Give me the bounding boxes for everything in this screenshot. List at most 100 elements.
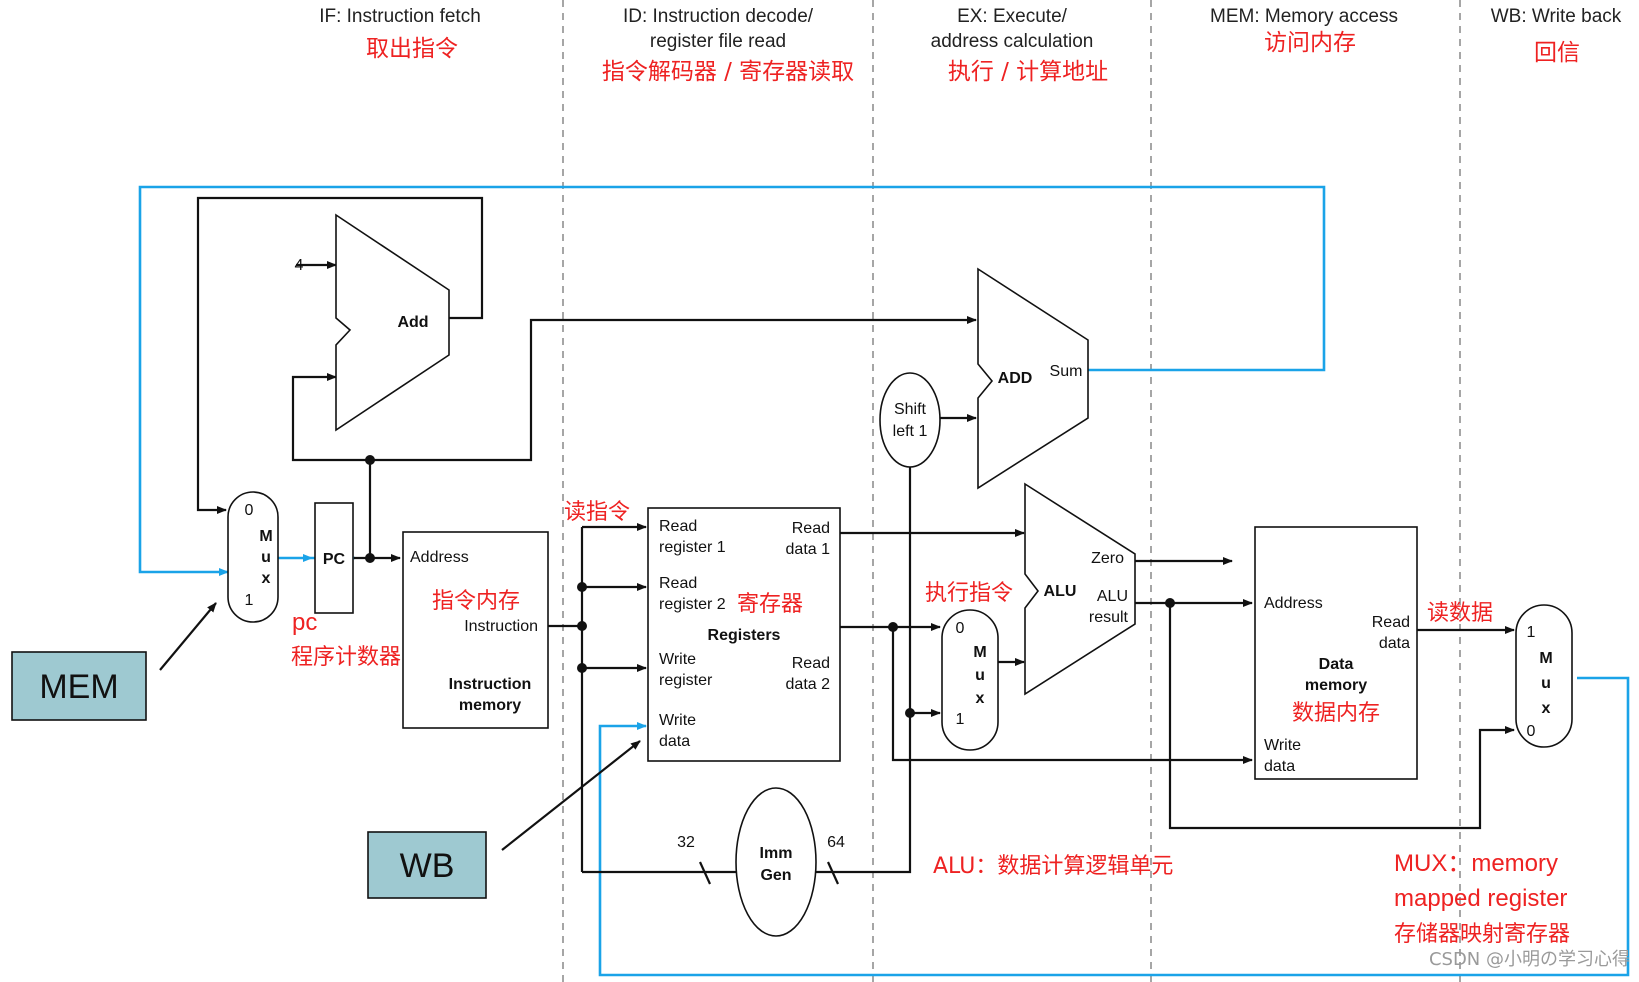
- branch-adder: [977, 267, 1089, 490]
- register-file: [647, 507, 841, 762]
- wb-mux-letter-x: x: [1542, 700, 1551, 717]
- stage-id-cn: 指令解码器 / 寄存器读取: [602, 59, 854, 85]
- dmem-write-port: Write: [1264, 737, 1301, 754]
- reg-read2-port-2: register 2: [659, 596, 726, 613]
- mem-callout-label: MEM: [39, 668, 118, 706]
- note-execute-instruction: 执行指令: [925, 581, 1013, 606]
- alu-mux-letter-m: M: [973, 644, 986, 661]
- shift-left-unit: [879, 372, 941, 468]
- bus-width-slash: [698, 861, 712, 885]
- pc-mux: [227, 491, 279, 623]
- imm-gen: [735, 787, 817, 937]
- note-registers: 寄存器: [737, 592, 803, 617]
- note-read-instruction: 读指令: [564, 500, 630, 525]
- stage-ex-title: EX: Execute/: [957, 6, 1068, 27]
- alu-mux-input1: 1: [956, 711, 965, 728]
- note-mux-2: mapped register: [1394, 885, 1567, 912]
- shift-label: Shift: [894, 401, 927, 418]
- stage-mem-title: MEM: Memory access: [1210, 6, 1398, 27]
- reg-read2-port: Read: [659, 575, 697, 592]
- alu-zero-port: Zero: [1091, 550, 1124, 567]
- reg-write-port: Write: [659, 651, 696, 668]
- junction-dot: [905, 708, 915, 718]
- mem-callout-box: [11, 651, 147, 721]
- registers-title: Registers: [708, 627, 781, 644]
- alu-src-mux: [941, 609, 999, 751]
- alu-mux-input0: 0: [956, 620, 965, 637]
- pc-mux-letter-m: M: [259, 528, 272, 545]
- stage-ex-cn: 执行 / 计算地址: [948, 59, 1108, 85]
- instruction-memory: [402, 531, 549, 729]
- pc-mux-input1: 1: [245, 592, 254, 609]
- reg-wdata-port: Write: [659, 712, 696, 729]
- reg-rdata2-port: Read: [792, 655, 830, 672]
- bus-width-slash: [826, 861, 840, 885]
- alu-result-port-2: result: [1089, 609, 1129, 626]
- reg-rdata2-port-2: data 2: [786, 676, 831, 693]
- stage-if-cn: 取出指令: [366, 36, 458, 62]
- dmem-write-port-2: data: [1264, 758, 1295, 775]
- note-mux-1: MUX：memory: [1394, 850, 1558, 877]
- pc-adder-label: Add: [397, 314, 428, 331]
- dmem-read-port: Read: [1372, 614, 1410, 631]
- pc-mux-letter-u: u: [261, 549, 271, 566]
- branch-adder-sum: Sum: [1050, 363, 1083, 380]
- writeback-wire: [598, 676, 1630, 977]
- branch-adder-label: ADD: [998, 370, 1033, 387]
- stage-mem-cn: 访问内存: [1264, 30, 1356, 56]
- wb-mux-input0: 0: [1527, 723, 1536, 740]
- alu-mux-letter-u: u: [975, 667, 985, 684]
- stage-id-title: ID: Instruction decode/: [623, 6, 814, 27]
- dmem-read-port-2: data: [1379, 635, 1410, 652]
- reg-wdata-port-2: data: [659, 733, 690, 750]
- pc-register-label: PC: [323, 551, 346, 568]
- reg-rdata1-port: Read: [792, 520, 830, 537]
- wb-mux-letter-u: u: [1541, 675, 1551, 692]
- const-four-label: 4: [295, 257, 304, 274]
- junction-dot: [365, 455, 375, 465]
- note-program-counter: 程序计数器: [291, 645, 401, 670]
- imm-output-width: 64: [827, 834, 845, 851]
- branch-target-wire: [138, 185, 1326, 576]
- reg-rdata1-port-2: data 1: [786, 541, 831, 558]
- imem-title: Instruction: [449, 676, 532, 693]
- junction-dot: [577, 621, 587, 631]
- shift-label-2: left 1: [893, 423, 928, 440]
- store-data-wire: [891, 627, 1253, 764]
- junction-dot: [365, 553, 375, 563]
- wb-callout-box: [367, 831, 487, 899]
- stage-wb-title: WB: Write back: [1491, 6, 1622, 27]
- wb-callout-arrow: [501, 740, 641, 851]
- junction-dot: [888, 622, 898, 632]
- note-pc: pc: [292, 609, 317, 636]
- alu-label: ALU: [1044, 583, 1077, 600]
- stage-wb-cn: 回信: [1534, 40, 1580, 66]
- note-alu: ALU：数据计算逻辑单元: [933, 854, 1173, 879]
- pc-mux-input0: 0: [245, 502, 254, 519]
- alu-mux-letter-x: x: [976, 690, 985, 707]
- wb-callout-label: WB: [400, 847, 455, 885]
- imm-out-wire: [816, 467, 912, 874]
- note-read-data: 读数据: [1427, 601, 1493, 626]
- imem-instruction-port: Instruction: [464, 618, 538, 635]
- reg-read1-port: Read: [659, 518, 697, 535]
- reg-write-port-2: register: [659, 672, 713, 689]
- pc-mux-letter-x: x: [262, 570, 271, 587]
- stage-if-title: IF: Instruction fetch: [319, 6, 481, 27]
- dmem-address-port: Address: [1264, 595, 1323, 612]
- note-data-memory: 数据内存: [1292, 701, 1380, 726]
- pc-register: [314, 502, 354, 614]
- note-instruction-memory: 指令内存: [432, 589, 520, 614]
- pc-to-add-wire: [291, 373, 370, 462]
- writeback-mux: [1515, 604, 1573, 748]
- junction-dot: [577, 582, 587, 592]
- data-memory: [1254, 526, 1418, 780]
- imem-address-port: Address: [410, 549, 469, 566]
- dmem-title: Data: [1319, 656, 1354, 673]
- stage-id-subtitle: register file read: [650, 31, 786, 52]
- wb-mux-letter-m: M: [1539, 650, 1552, 667]
- junction-dot: [577, 663, 587, 673]
- imm-gen-label-2: Gen: [760, 867, 791, 884]
- dmem-title-2: memory: [1305, 677, 1367, 694]
